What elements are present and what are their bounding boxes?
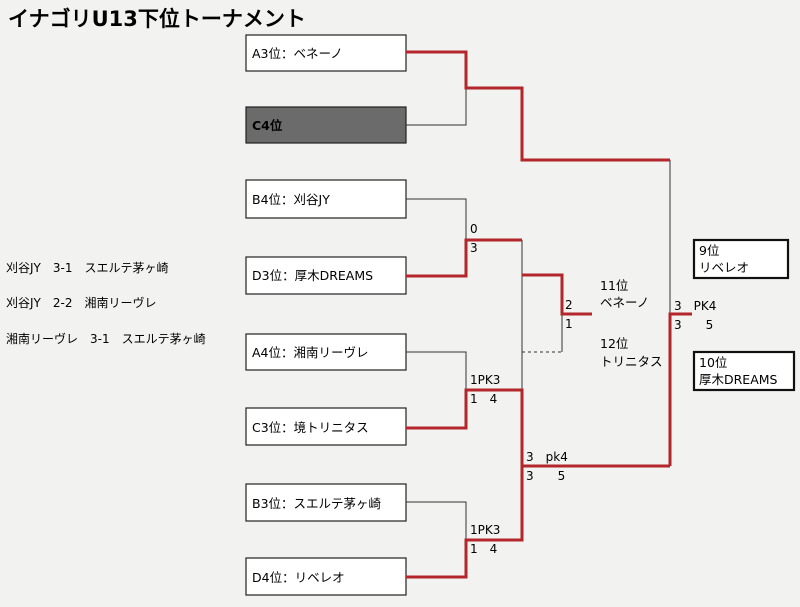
placement-9: 9位 リベレオ	[692, 238, 790, 280]
score-label: 1	[565, 317, 573, 331]
placement-team: 厚木DREAMS	[699, 372, 778, 387]
winner-line	[406, 50, 670, 162]
team-box-frame	[245, 106, 407, 144]
result-line: 刈谷JY 2-2 湘南リーヴレ	[6, 295, 156, 310]
placement-rank: 10位	[699, 355, 727, 370]
score-label: 3	[470, 241, 478, 255]
team-label: C4位	[252, 118, 283, 133]
result-line: 刈谷JY 3-1 スエルテ茅ヶ崎	[6, 261, 168, 275]
league-results: 刈谷JY 3-1 スエルテ茅ヶ崎 刈谷JY 2-2 湘南リーヴレ 湘南リーヴレ …	[6, 261, 206, 346]
result-line: 湘南リーヴレ 3-1 スエルテ茅ヶ崎	[6, 331, 206, 346]
placement-box	[692, 238, 790, 280]
team-box: D3位：厚木DREAMS	[245, 256, 407, 295]
team-box: B3位：スエルテ茅ヶ崎	[245, 483, 407, 522]
placement-rank: 11位	[600, 278, 628, 293]
bracket-lines	[406, 88, 671, 540]
bracket-line	[406, 198, 467, 240]
winner-line	[668, 312, 692, 466]
placement-rank: 9位	[699, 243, 719, 258]
placement-12: 12位 トリニタス	[600, 336, 663, 369]
score-label: 3 PK4	[674, 299, 716, 313]
placement-rank: 12位	[600, 336, 628, 351]
team-boxes: A3位：ベネーノ C4位 B4位：刈谷JY D3位：厚木DREAMS A4位：湘…	[245, 34, 407, 596]
team-box: C4位	[245, 106, 407, 144]
score-label: 3 5	[526, 469, 565, 483]
team-box-frame	[245, 483, 407, 522]
placement-box	[692, 350, 796, 392]
score-label: 1 4	[470, 392, 497, 406]
score-label: 3 5	[674, 318, 713, 332]
score-label: 1PK3	[470, 373, 500, 387]
placement-10: 10位 厚木DREAMS	[692, 350, 796, 392]
winner-line	[406, 238, 522, 278]
bracket-line	[406, 88, 467, 126]
team-label: A4位：湘南リーヴレ	[252, 345, 369, 360]
team-label: D3位：厚木DREAMS	[252, 268, 373, 283]
winner-line	[406, 388, 670, 468]
score-label: 3 pk4	[526, 450, 568, 464]
team-box-frame	[245, 557, 407, 596]
placement-team: リベレオ	[699, 260, 749, 275]
team-box-frame	[245, 333, 407, 371]
placement-team: ベネーノ	[600, 295, 649, 310]
team-box: B4位：刈谷JY	[245, 179, 407, 219]
score-label: 2	[565, 298, 573, 312]
score-label: 1PK3	[470, 523, 500, 537]
team-box: C3位：境トリニタス	[245, 407, 407, 446]
score-label: 0	[470, 222, 478, 236]
team-label: B3位：スエルテ茅ヶ崎	[252, 496, 382, 511]
team-box-frame	[245, 34, 407, 72]
winner-line	[522, 273, 592, 316]
winner-lines	[406, 50, 692, 579]
bracket-line	[406, 501, 467, 540]
placement-11: 11位 ベネーノ	[600, 278, 649, 310]
team-label: A3位：ベネーノ	[252, 46, 343, 61]
scores: 0 3 1PK3 1 4 1PK3 1 4 3 pk4 3 5 3 PK4 3 …	[470, 222, 716, 556]
team-box: A3位：ベネーノ	[245, 34, 407, 72]
team-box: D4位：リベレオ	[245, 557, 407, 596]
placement-team: トリニタス	[600, 354, 663, 369]
winner-line	[406, 466, 524, 579]
team-label: D4位：リベレオ	[252, 570, 345, 585]
page-title: イナゴリU13下位トーナメント	[8, 7, 306, 31]
team-box: A4位：湘南リーヴレ	[245, 333, 407, 371]
team-box-frame	[245, 407, 407, 446]
team-label: B4位：刈谷JY	[252, 192, 330, 207]
bracket-line	[406, 351, 467, 390]
team-box-frame	[245, 179, 407, 219]
score-label: 1 4	[470, 542, 497, 556]
team-label: C3位：境トリニタス	[252, 420, 369, 435]
